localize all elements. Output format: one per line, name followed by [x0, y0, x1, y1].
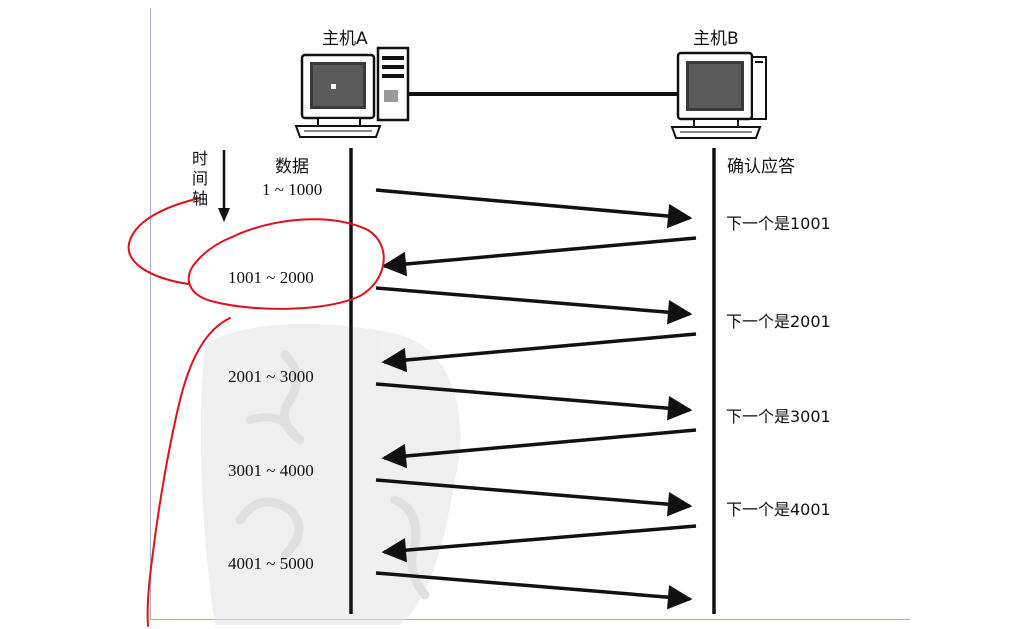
- ack-column-header: 确认应答: [727, 157, 795, 177]
- ack-arrow-4: [381, 524, 697, 563]
- data-range-label-3: 2001 ~ 3000: [228, 367, 314, 386]
- ack-label-4: 下一个是4001: [726, 500, 831, 519]
- data-arrow-3: [375, 382, 693, 421]
- data-range-label-1: 1 ~ 1000: [262, 180, 323, 199]
- time-axis-arrow: [218, 150, 230, 222]
- ack-label-2: 下一个是2001: [726, 312, 831, 331]
- data-range-label-5: 4001 ~ 5000: [228, 554, 314, 573]
- time-axis-label-char-2: 间: [192, 169, 209, 188]
- data-arrow-5: [375, 571, 693, 610]
- frame-bottom-edge: [150, 619, 910, 620]
- frame-left-edge: [150, 8, 151, 620]
- ack-label-1: 下一个是1001: [726, 214, 831, 233]
- data-arrow-4: [375, 478, 693, 517]
- time-axis-label-char-3: 轴: [192, 189, 209, 208]
- host-a-label: 主机A: [322, 29, 368, 49]
- ack-arrow-1: [381, 236, 697, 277]
- time-axis-label-char-1: 时: [192, 149, 209, 168]
- host-a-computer-icon: [294, 46, 410, 138]
- host-b-label: 主机B: [693, 29, 739, 49]
- data-range-label-4: 3001 ~ 4000: [228, 461, 314, 480]
- ack-arrow-2: [381, 332, 697, 373]
- data-range-label-2: 1001 ~ 2000: [228, 268, 314, 287]
- ack-label-3: 下一个是3001: [726, 407, 831, 426]
- red-annotation: [127, 197, 385, 627]
- host-b-computer-icon: [670, 51, 767, 139]
- data-arrow-1: [375, 188, 693, 229]
- data-arrow-2: [375, 286, 693, 325]
- ack-arrow-3: [381, 428, 697, 469]
- data-column-header: 数据: [275, 157, 309, 177]
